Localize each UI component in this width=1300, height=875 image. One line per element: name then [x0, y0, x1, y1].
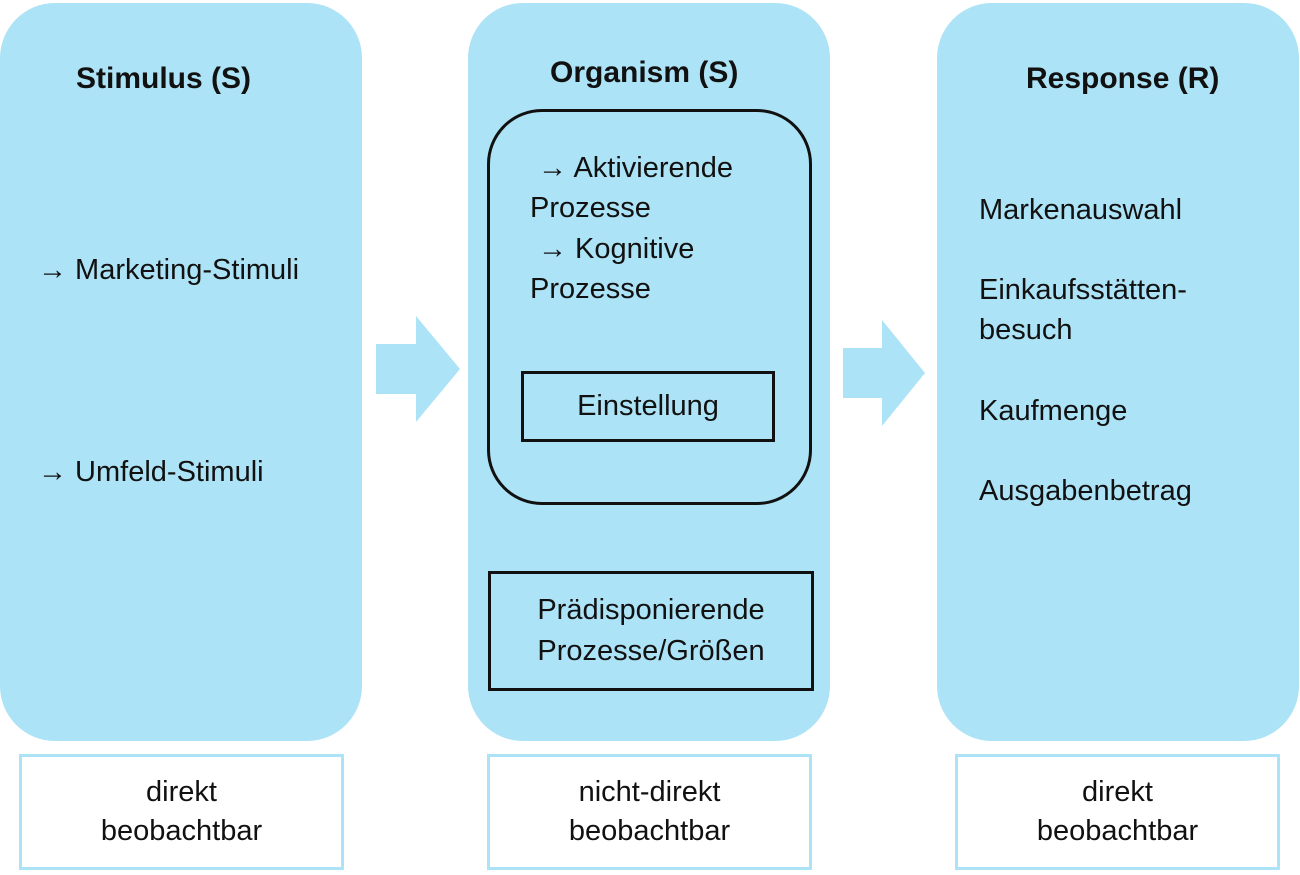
organism-process-aktivierend: → Aktivierende: [538, 152, 734, 184]
organism-title: Organism (S): [550, 56, 739, 89]
right-arrow-icon: [376, 316, 460, 422]
stimulus-item-umfeld: → Umfeld-Stimuli: [38, 456, 264, 488]
organism-process-kognitiv: → Kognitive: [538, 233, 695, 265]
stimulus-panel: [0, 3, 362, 741]
response-panel: [937, 3, 1299, 741]
response-item-ausgabenbetrag: Ausgabenbetrag: [979, 475, 1192, 507]
right-arrow-icon: [843, 320, 925, 426]
response-item-kaufmenge: Kaufmenge: [979, 395, 1128, 427]
organism-inner-box: [487, 109, 812, 505]
stimulus-title: Stimulus (S): [76, 62, 252, 95]
stimulus-footer: direkt beobachtbar: [19, 754, 344, 870]
organism-footer: nicht-direkt beobachtbar: [487, 754, 812, 870]
response-item-einkaufsstaetten: Einkaufsstätten- besuch: [979, 274, 1187, 346]
response-item-markenauswahl: Markenauswahl: [979, 194, 1183, 226]
stimulus-item-marketing: → Marketing-Stimuli: [38, 254, 300, 286]
einstellung-box: Einstellung: [521, 371, 775, 442]
response-title: Response (R): [1026, 62, 1220, 95]
organism-process-kognitiv-cont: Prozesse: [530, 273, 651, 305]
organism-process-aktivierend-cont: Prozesse: [530, 192, 651, 224]
praedisponierend-box: Prädisponierende Prozesse/Größen: [488, 571, 814, 691]
response-footer: direkt beobachtbar: [955, 754, 1280, 870]
